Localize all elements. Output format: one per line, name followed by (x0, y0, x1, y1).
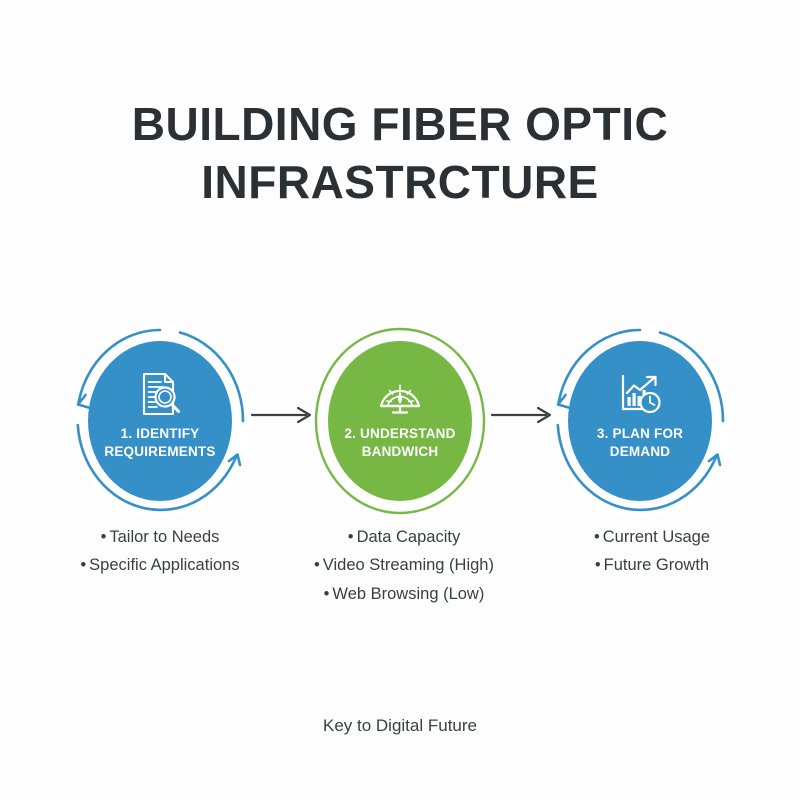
bullet-dot-icon: • (593, 528, 600, 546)
arc-arrowhead-left (76, 393, 90, 409)
step-2-label-line-1: 2. UNDERSTAND (344, 426, 456, 441)
list-item-label: Data Capacity (356, 528, 461, 546)
step-2-full-ring (310, 323, 490, 519)
list-item-label: Specific Applications (89, 556, 240, 575)
arc-arrowhead-right (227, 453, 242, 467)
bullet-dot-icon: • (100, 528, 107, 546)
footer-tagline: Key to Digital Future (322, 716, 477, 735)
step-1-label-line-1: 1. IDENTIFY (120, 426, 200, 441)
list-item-label: Web Browsing (Low) (332, 584, 485, 603)
speedometer-gauge-icon (379, 384, 421, 414)
steps-row: 1. IDENTIFY REQUIREMENTS (0, 323, 800, 525)
list-item-label: Tailor to Needs (109, 528, 220, 546)
bullet-dot-icon: • (347, 528, 354, 546)
step-1-disc: 1. IDENTIFY REQUIREMENTS (88, 341, 232, 501)
list-item: •Web Browsing (Low) (288, 580, 520, 608)
list-item: •Future Growth (532, 551, 772, 579)
document-magnifier-icon (142, 372, 180, 416)
title-line-1: BUILDING FIBER OPTIC (131, 98, 669, 150)
step-3-label-line-1: 3. PLAN FOR (596, 426, 684, 441)
step-3-bullet-list: •Current Usage •Future Growth (532, 523, 772, 580)
step-2-label-line-2: BANDWICH (361, 443, 439, 459)
list-item: •Video Streaming (High) (288, 551, 520, 579)
bullet-dot-icon: • (314, 556, 320, 575)
step-card-3[interactable]: 3. PLAN FOR DEMAND (540, 323, 740, 519)
step-3-disc: 3. PLAN FOR DEMAND (568, 341, 712, 501)
arc-arrowhead-left (556, 393, 570, 409)
list-item: •Specific Applications (40, 551, 280, 579)
page-title: BUILDING FIBER OPTIC INFRASTRCTURE (0, 96, 800, 211)
connector-arrow-1-to-2 (250, 406, 312, 424)
list-item-label: Future Growth (603, 556, 710, 575)
arc-arrowhead-right (707, 453, 722, 467)
step-3-label: 3. PLAN FOR DEMAND (570, 425, 710, 461)
growth-chart-clock-icon (621, 374, 661, 414)
step-1-label: 1. IDENTIFY REQUIREMENTS (90, 425, 230, 461)
list-item: •Data Capacity (288, 523, 520, 551)
list-item-label: Current Usage (602, 528, 711, 546)
step-3-label-line-2: DEMAND (609, 443, 671, 459)
connector-arrow-2-to-3 (490, 406, 552, 424)
bullet-dot-icon: • (594, 556, 601, 575)
list-item: •Current Usage (532, 523, 772, 551)
step-1-arc-ring (70, 323, 250, 519)
list-item: •Tailor to Needs (40, 523, 280, 551)
step-1-bullet-list: •Tailor to Needs •Specific Applications (40, 523, 280, 580)
step-2-disc: 2. UNDERSTAND BANDWICH (328, 341, 472, 501)
title-line-2: INFRASTRCTURE (201, 155, 599, 208)
bullet-dot-icon: • (80, 556, 87, 575)
bullet-dot-icon: • (323, 584, 330, 603)
step-3-arc-ring (550, 323, 730, 519)
step-2-bullet-list: •Data Capacity •Video Streaming (High) •… (288, 523, 520, 608)
step-2-label: 2. UNDERSTAND BANDWICH (330, 425, 470, 461)
step-card-1[interactable]: 1. IDENTIFY REQUIREMENTS (60, 323, 260, 519)
step-1-label-line-2: REQUIREMENTS (104, 443, 216, 459)
step-card-2[interactable]: 2. UNDERSTAND BANDWICH (300, 323, 500, 519)
list-item-label: Video Streaming (High) (322, 556, 494, 575)
